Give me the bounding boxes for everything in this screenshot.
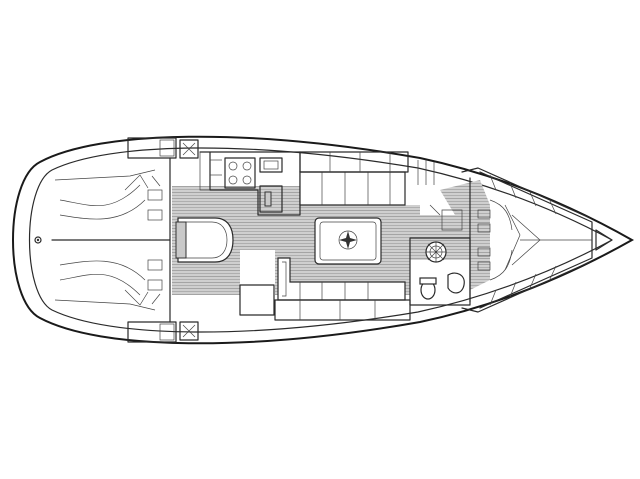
compass-rose-icon [338,230,358,250]
toilet-icon [419,277,437,300]
head-compartment [409,204,471,306]
helm-wheel-icon [425,241,447,263]
forward-lockers [417,160,591,313]
sink-icon [259,157,283,173]
saloon-table [314,217,382,265]
stove-icon [224,157,256,189]
saloon-lockers [239,151,411,321]
saloon-settee [277,171,406,301]
forward-cabin [469,171,613,309]
chart-table-icon [175,217,234,263]
cockpit [34,169,171,311]
aft-cabins [127,137,199,343]
stern-winch-icon [34,236,42,244]
